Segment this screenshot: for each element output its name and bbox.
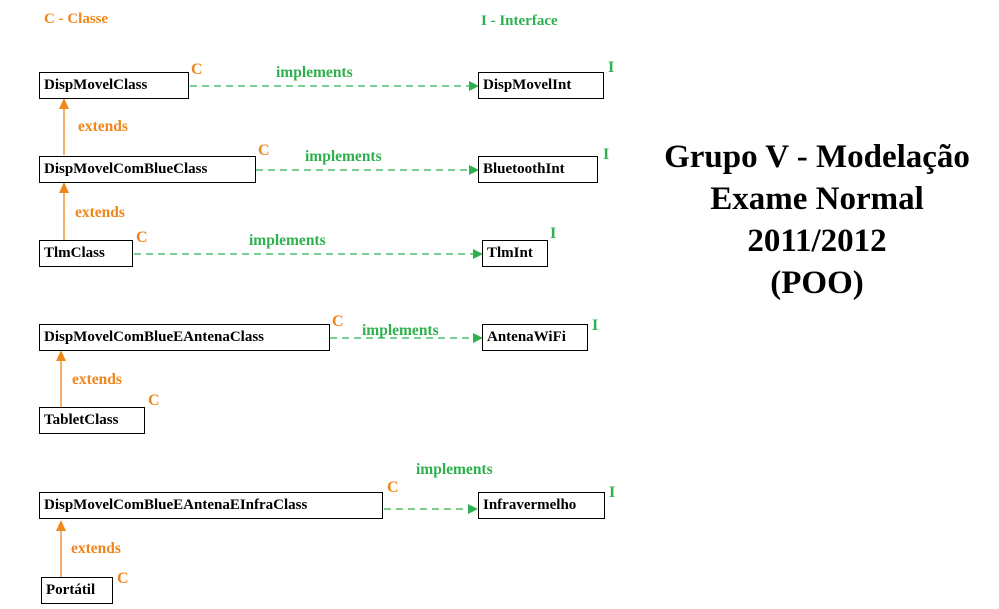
interface-badge: I: [550, 225, 557, 242]
implements-label: implements: [362, 322, 439, 339]
class-box-dispmovelblue: DispMovelComBlueClass: [39, 156, 256, 183]
title-line-2: Exame Normal: [710, 181, 924, 217]
class-badge: C: [117, 570, 129, 587]
title-line-3: 2011/2012: [747, 223, 887, 259]
extends-label: extends: [75, 204, 125, 221]
extends-arrowhead-3: [56, 350, 66, 361]
class-badge: C: [148, 392, 160, 409]
interface-badge: I: [592, 317, 599, 334]
interface-badge: I: [608, 59, 615, 76]
extends-label: extends: [71, 540, 121, 557]
extends-arrowhead-4: [56, 520, 66, 531]
class-box-dispmovel: DispMovelClass: [39, 72, 189, 99]
class-badge: C: [258, 142, 270, 159]
title-line-1: Grupo V - Modelação: [664, 139, 970, 175]
interface-box-bluetoothint: BluetoothInt: [478, 156, 598, 183]
implements-label: implements: [305, 148, 382, 165]
interface-badge: I: [603, 146, 610, 163]
class-badge: C: [387, 479, 399, 496]
class-box-dispblueantena: DispMovelComBlueEAntenaClass: [39, 324, 330, 351]
class-box-dispblueantenainfra: DispMovelComBlueEAntenaEInfraClass: [39, 492, 383, 519]
interface-box-infravermelho: Infravermelho: [478, 492, 605, 519]
page-title: Grupo V - Modelação Exame Normal 2011/20…: [622, 136, 999, 304]
interface-badge: I: [609, 484, 616, 501]
interface-box-tlmint: TlmInt: [482, 240, 548, 267]
class-badge: C: [332, 313, 344, 330]
title-line-4: (POO): [770, 265, 864, 301]
interface-box-dispmovelint: DispMovelInt: [478, 72, 604, 99]
class-badge: C: [136, 229, 148, 246]
interface-box-antenawifi: AntenaWiFi: [482, 324, 588, 351]
class-box-tablet: TabletClass: [39, 407, 145, 434]
legend-interface: I - Interface: [481, 13, 558, 29]
implements-label: implements: [276, 64, 353, 81]
extends-label: extends: [72, 371, 122, 388]
implements-label: implements: [249, 232, 326, 249]
class-box-tlm: TlmClass: [39, 240, 133, 267]
class-badge: C: [191, 61, 203, 78]
extends-label: extends: [78, 118, 128, 135]
extends-arrowhead-2: [59, 182, 69, 193]
class-box-portatil: Portátil: [41, 577, 113, 604]
extends-arrowhead-1: [59, 98, 69, 109]
legend-class: C - Classe: [44, 11, 109, 27]
implements-label: implements: [416, 461, 493, 478]
